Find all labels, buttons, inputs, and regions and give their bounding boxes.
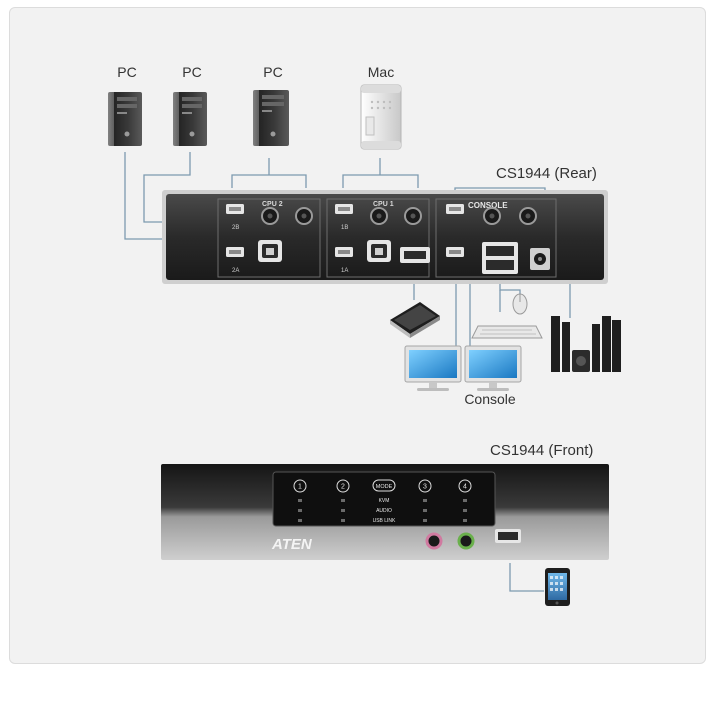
monitor-right-icon [464, 345, 522, 391]
console-label: Console [464, 391, 516, 407]
cpu1-port-group [326, 198, 430, 278]
usb-storage-drive-icon [390, 302, 440, 338]
mac-label: Mac [368, 64, 394, 80]
cpu1-label: CPU 1 [373, 201, 394, 208]
cpu2-label: CPU 2 [262, 201, 283, 208]
port-1b-label: 1B [341, 225, 348, 231]
console-usb-a-port-icon [400, 247, 430, 263]
front-usb-port-icon [495, 529, 521, 543]
port-button-1-label: 1 [298, 484, 302, 491]
port-button-3-label: 3 [423, 484, 427, 491]
mac-pro-icon [360, 84, 402, 150]
front-led-indicators [298, 499, 467, 522]
cpu2-usb-b-port-icon [258, 240, 282, 262]
aten-logo: ATEN [271, 536, 313, 553]
cpu2-display-port-2b-icon [226, 204, 244, 214]
cpu1-usb-b-port-icon [367, 240, 391, 262]
front-port-buttons: 1 2 3 4 MODE KVM AUDIO USB LINK [293, 479, 472, 524]
mode-button-label: MODE [376, 484, 393, 490]
port-2a-label: 2A [232, 268, 239, 274]
front-mic-jack-icon [425, 532, 443, 550]
port-2b-label: 2B [232, 225, 239, 231]
power-jack-icon [530, 248, 550, 270]
front-speaker-jack-icon [457, 532, 475, 550]
port-button-4-label: 4 [463, 484, 467, 491]
speaker-system-icon [551, 316, 621, 372]
pc1-tower-icon [108, 92, 142, 146]
console-usb-hub-ports-icon [482, 242, 518, 274]
console-rear-label: CONSOLE [468, 201, 508, 210]
mouse-icon [512, 293, 528, 315]
pc2-label: PC [182, 64, 201, 80]
smartphone-icon [545, 568, 570, 606]
cpu2-display-port-2a-icon [226, 247, 244, 257]
cpu1-display-port-1b-icon [335, 204, 353, 214]
front-title: CS1944 (Front) [490, 442, 593, 459]
rear-title: CS1944 (Rear) [496, 165, 597, 182]
console-display-port-bottom-icon [446, 247, 464, 257]
led-row-kvm-label: KVM [379, 498, 390, 504]
console-display-port-top-icon [446, 204, 464, 214]
keyboard-icon [471, 325, 543, 339]
console-port-group [435, 198, 557, 278]
cpu2-port-group [217, 198, 321, 278]
cpu1-display-port-1a-icon [335, 247, 353, 257]
pc3-label: PC [263, 64, 282, 80]
port-button-2-label: 2 [341, 484, 345, 491]
pc2-tower-icon [173, 92, 207, 146]
monitor-left-icon [404, 345, 462, 391]
led-row-audio-label: AUDIO [376, 508, 392, 514]
pc3-tower-icon [253, 90, 289, 146]
led-row-usblink-label: USB LINK [373, 518, 396, 524]
pc1-label: PC [117, 64, 136, 80]
port-1a-label: 1A [341, 268, 348, 274]
